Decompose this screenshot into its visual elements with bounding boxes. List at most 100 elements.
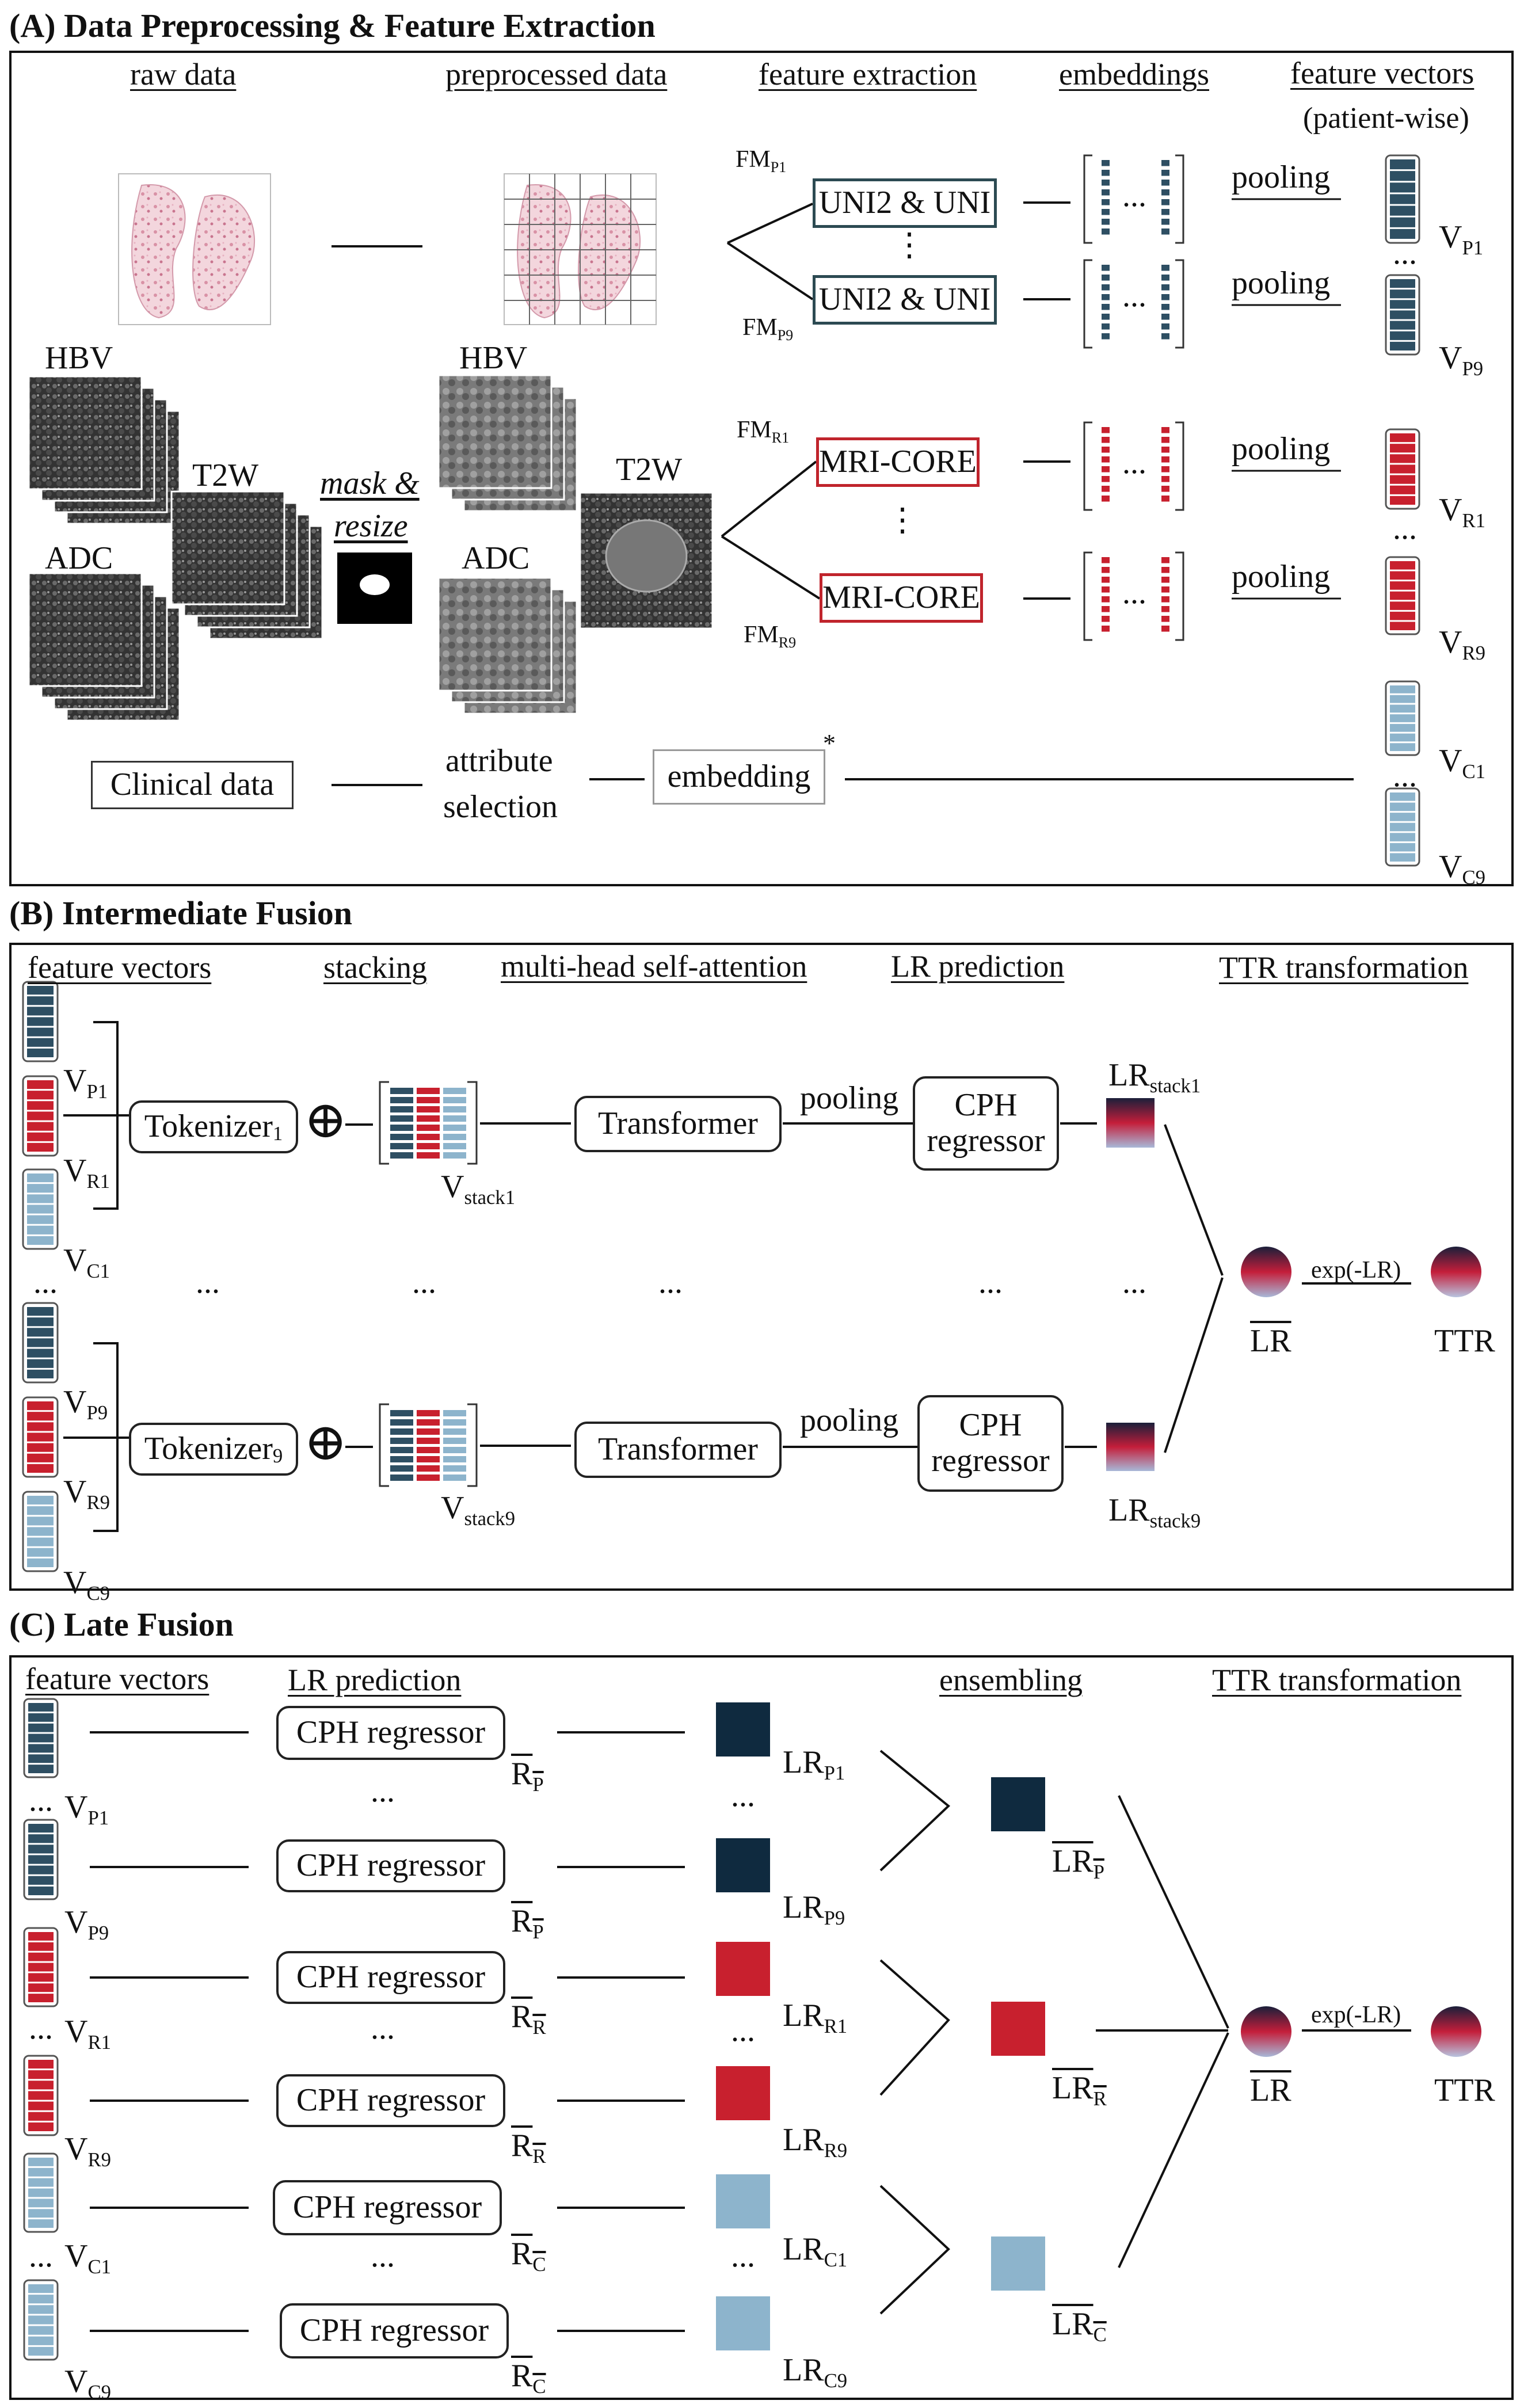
c-ellipsis-r: ...: [29, 2010, 53, 2046]
c-ens-c-to-mean: [1118, 2032, 1229, 2268]
c-vec-p9-stripe-4: [28, 1855, 54, 1864]
emb-glyph-r9-col1-cell-7: [1102, 616, 1110, 622]
a-vec-r1-stripe-6: [1390, 485, 1415, 494]
c-lr-r9-square: [716, 2066, 770, 2120]
c-ellipsis-p: ...: [29, 1782, 53, 1818]
c-vec-c9-stripe-1: [28, 2284, 54, 2293]
section-b-title: (B) Intermediate Fusion: [9, 894, 353, 932]
c-ellipsis-cph-r: ...: [371, 2010, 395, 2046]
c-ens-p-to-mean: [1118, 1795, 1229, 2029]
c-vec-p9-stripe-6: [28, 1876, 54, 1885]
emb-glyph-p1-col2-cell-3: [1161, 180, 1169, 186]
emb-glyph-r9-col1-cell-3: [1102, 577, 1110, 583]
stack-glyph-1-col1-cell-4: [390, 1115, 413, 1122]
lr-stack1-block: [1106, 1098, 1155, 1148]
c-vec-r1-stripe-6: [28, 1983, 54, 1992]
emb-glyph-r1-col1-cell-2: [1102, 437, 1110, 443]
stack-glyph-1-col2-cell-4: [417, 1115, 440, 1122]
stack-glyph-9-col3-cell-8: [443, 1474, 466, 1481]
b-ellipsis-vectors: ...: [33, 1264, 58, 1300]
c-vec-c1-stripe-4: [28, 2188, 54, 2197]
a-vec-p9-stripe-2: [1390, 289, 1415, 299]
pre-hbv-stack-slice-1: [437, 374, 553, 489]
c-vec-r9-stripe-3: [28, 2081, 54, 2090]
b-vec-c1-stripe-3: [27, 1194, 54, 1203]
stack-glyph-1-col2-cell-5: [417, 1125, 440, 1131]
stack-glyph-9-col1-cell-8: [390, 1474, 413, 1481]
attribute-selection-2: selection: [443, 789, 558, 825]
c-vec-c1-stripe-3: [28, 2178, 54, 2187]
emb-glyph-p9-col1-cell-2: [1102, 275, 1110, 281]
c-cph-r1: CPH regressor: [276, 1951, 505, 2004]
a-vec-r1-stripe-4: [1390, 464, 1415, 474]
c-lr-r9-label: LRR9: [783, 2122, 848, 2162]
embedding-asterisk: *: [823, 729, 836, 757]
c-rbar-p9: RP: [511, 1903, 544, 1944]
c-col-feature-vectors: feature vectors: [25, 1662, 209, 1696]
b-vec-p1-stripe-2: [27, 996, 54, 1005]
stack-glyph-9-col2-cell-7: [417, 1465, 440, 1472]
stack-glyph-1-col1-cell-3: [390, 1106, 413, 1112]
a-vec-r9-stripe-7: [1390, 622, 1415, 630]
c-vec-c1-stripe-2: [28, 2167, 54, 2177]
a-vec-p9-stripe-3: [1390, 300, 1415, 309]
emb-glyph-r9-col1-cell-6: [1102, 606, 1110, 612]
c-ttr-label: TTR: [1434, 2072, 1495, 2108]
a-vec-r1-stripe-3: [1390, 454, 1415, 463]
c-vec-c9-stripe-7: [28, 2346, 54, 2356]
a-vec-c9-stripe-1: [1390, 792, 1415, 801]
c-lr-c9-square: [716, 2296, 770, 2350]
a-vec-p1-stripe-6: [1390, 217, 1415, 227]
a-vec-r1-stripe-7: [1390, 496, 1415, 505]
emb-glyph-r1-col2-cell-4: [1161, 456, 1169, 463]
stack-glyph-9-col2-cell-3: [417, 1428, 440, 1435]
b-vec-p1-stripe-7: [27, 1048, 54, 1057]
emb-glyph-p9-bracket-left: [1083, 259, 1092, 349]
c-lr-p9-label: LRP9: [783, 1889, 845, 1930]
label-hbv-raw: HBV: [45, 340, 113, 376]
a-v-c9-label: VC9: [1439, 849, 1485, 889]
a-pooling-r9: pooling: [1232, 559, 1331, 595]
c-vec-c1-stripe-1: [28, 2158, 54, 2166]
stack-glyph-9-col3-cell-4: [443, 1438, 466, 1444]
attribute-selection-1: attribute: [445, 743, 553, 779]
stack-glyph-9-col3-cell-2: [443, 1419, 466, 1426]
emb-glyph-r9-col2-cell-6: [1161, 606, 1169, 612]
emb-glyph-p9-col2-cell-6: [1161, 314, 1169, 320]
transformer-9-box: Transformer: [574, 1422, 782, 1478]
section-frames: [9, 51, 1514, 2400]
a-col-raw: raw data: [130, 57, 237, 92]
stack-glyph-1-col3-cell-6: [443, 1134, 466, 1140]
a-vec-c9-stripe-4: [1390, 822, 1415, 832]
emb-glyph-r9-col2-cell-4: [1161, 586, 1169, 593]
stack-glyph-9-col2-cell-8: [417, 1474, 440, 1481]
b-vec-p9-stripe-6: [27, 1359, 54, 1368]
stack-glyph-9-col3-cell-6: [443, 1456, 466, 1462]
stack-glyph-1-col2-cell-7: [417, 1143, 440, 1149]
a-vec-p1-stripe-7: [1390, 228, 1415, 239]
pre-t2w-prostate: [605, 519, 688, 593]
stack-glyph-9-col1-cell-6: [390, 1456, 413, 1462]
fm-p9-label: FMP9: [742, 314, 794, 344]
c-cph-p1: CPH regressor: [276, 1706, 505, 1760]
a-pooling-p1: pooling: [1232, 159, 1331, 195]
b-lr-mean-circle: [1241, 1247, 1291, 1297]
output-marks: [716, 1098, 1481, 2350]
emb-glyph-p1-col2-cell-6: [1161, 209, 1169, 215]
pre-adc-stack-slice-1: [437, 577, 553, 692]
emb-glyph-p1-col1-cell-1: [1102, 160, 1110, 166]
c-ellipsis-c: ...: [29, 2238, 53, 2274]
stack-glyph-9-col1-cell-7: [390, 1465, 413, 1472]
stack-glyph-9-bracket-right: [467, 1403, 478, 1487]
emb-glyph-p1-col2-cell-5: [1161, 199, 1169, 205]
emb-glyph-p9-col2-cell-7: [1161, 323, 1169, 330]
stack-glyph-9-col1-cell-3: [390, 1428, 413, 1435]
a-vec-p9-stripe-5: [1390, 321, 1415, 330]
stack-glyph-1-col3-cell-2: [443, 1097, 466, 1103]
stack-glyph-9-bracket-left: [379, 1403, 389, 1487]
emb-glyph-r9-col1-cell-4: [1102, 586, 1110, 593]
b-v-c1-label: VC1: [63, 1243, 110, 1283]
uni-model-box-1: UNI2 & UNI: [813, 178, 997, 228]
c-v-p9-label: VP9: [64, 1904, 109, 1945]
transformer-1-box: Transformer: [574, 1096, 782, 1152]
